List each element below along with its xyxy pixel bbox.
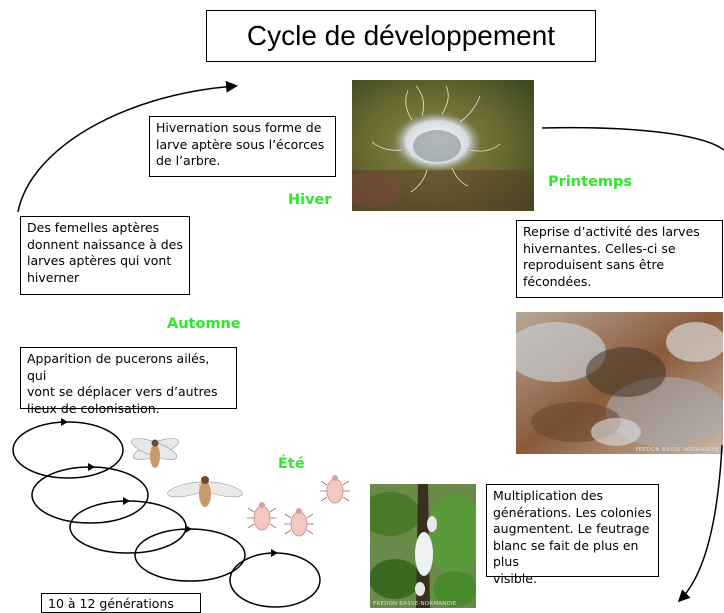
wingless-aphid-1 bbox=[247, 502, 277, 531]
spring-colony-image bbox=[516, 312, 723, 454]
winged-aphid-2 bbox=[167, 476, 243, 507]
photo-credit-2: FREDON BASSE-NORMANDIE bbox=[373, 601, 457, 607]
winged-aphid-1 bbox=[131, 438, 179, 468]
photo-spring-colony: FREDON BASSE-NORMANDIE bbox=[516, 312, 723, 454]
title-text: Cycle de développement bbox=[246, 20, 556, 51]
photo-winter-larva bbox=[352, 80, 534, 211]
arrow-winter-to-spring bbox=[541, 126, 724, 151]
note-hiver: Hivernation sous forme de larve aptère s… bbox=[149, 116, 336, 177]
arrow-autumn-to-winter bbox=[17, 80, 238, 213]
season-label-printemps: Printemps bbox=[548, 174, 632, 190]
page-title: Cycle de développement bbox=[206, 10, 596, 62]
generation-loop-3 bbox=[69, 500, 187, 554]
winter-larva-image bbox=[352, 80, 534, 211]
season-label-automne: Automne bbox=[167, 316, 241, 332]
wingless-aphid-3 bbox=[320, 475, 350, 504]
note-ete: Multiplication des générations. Les colo… bbox=[486, 484, 659, 586]
generation-loop-5 bbox=[229, 552, 321, 608]
wingless-aphid-2 bbox=[284, 508, 314, 537]
note-automne-femelles: Des femelles aptères donnent naissance à… bbox=[20, 216, 190, 295]
arrow-summer-to-autumn bbox=[677, 444, 723, 603]
note-generations: 10 à 12 générations bbox=[41, 593, 201, 613]
photo-credit: FREDON BASSE-NORMANDIE bbox=[635, 447, 719, 453]
photo-summer-branch: FREDON BASSE-NORMANDIE bbox=[370, 484, 476, 608]
generation-loop-4 bbox=[134, 528, 246, 582]
summer-branch-image bbox=[370, 484, 476, 608]
season-label-hiver: Hiver bbox=[288, 192, 332, 208]
note-printemps: Reprise d’activité des larves hivernante… bbox=[516, 220, 723, 298]
season-label-ete: Été bbox=[278, 456, 305, 472]
note-automne-ailes: Apparition de pucerons ailés, qui vont s… bbox=[20, 347, 237, 416]
